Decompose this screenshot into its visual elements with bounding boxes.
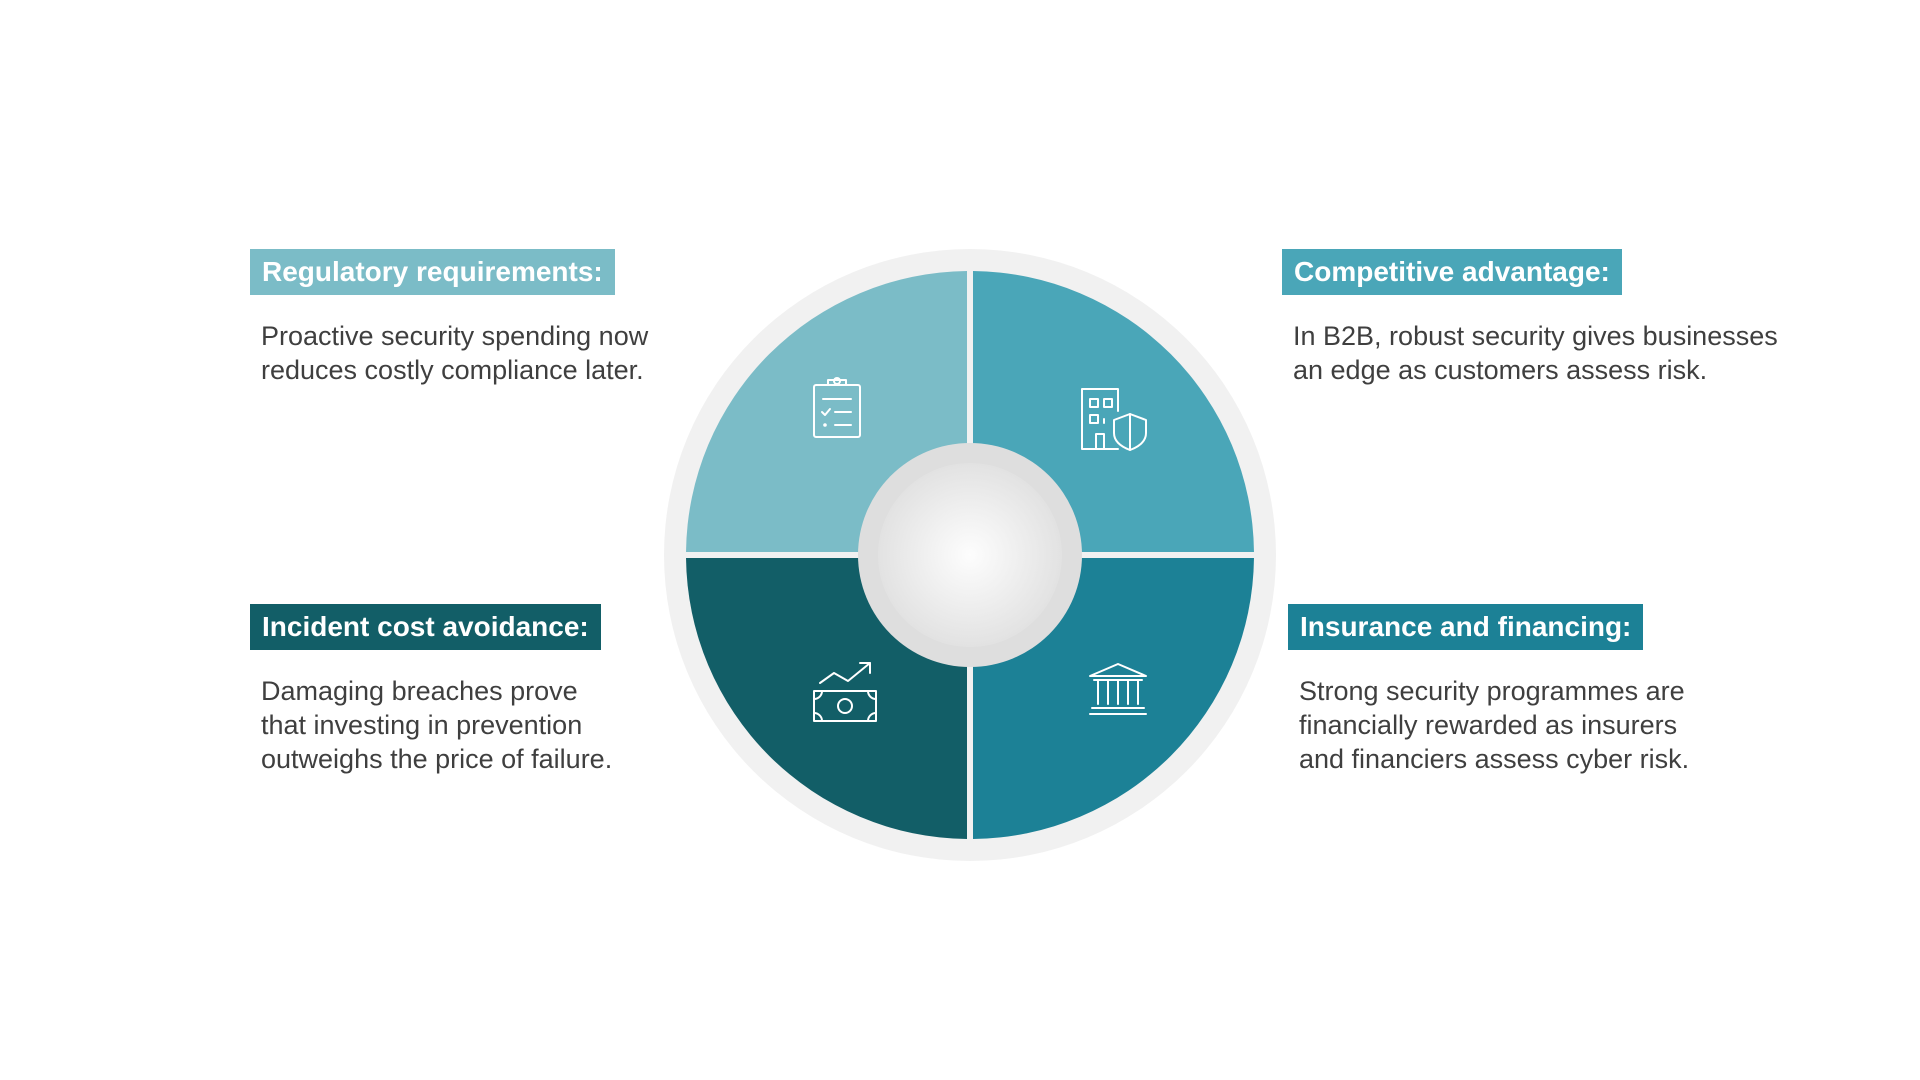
heading-competitive-advantage: Competitive advantage: bbox=[1282, 249, 1622, 295]
description-incident-cost-avoidance: Damaging breaches prove that investing i… bbox=[261, 674, 612, 776]
description-line: Proactive security spending now bbox=[261, 321, 649, 351]
description-line: financially rewarded as insurers bbox=[1299, 710, 1678, 740]
description-line: reduces costly compliance later. bbox=[261, 355, 644, 385]
heading-incident-cost-avoidance: Incident cost avoidance: bbox=[250, 604, 601, 650]
description-regulatory-requirements: Proactive security spending now reduces … bbox=[261, 319, 648, 387]
description-line: that investing in prevention bbox=[261, 710, 583, 740]
description-line: Damaging breaches prove bbox=[261, 676, 578, 706]
description-line: and financiers assess cyber risk. bbox=[1299, 744, 1690, 774]
quadrant-wheel-diagram bbox=[664, 249, 1276, 861]
card-regulatory-requirements: Regulatory requirements: Proactive secur… bbox=[250, 249, 648, 387]
heading-regulatory-requirements: Regulatory requirements: bbox=[250, 249, 615, 295]
card-competitive-advantage: Competitive advantage: In B2B, robust se… bbox=[1282, 249, 1778, 387]
clipboard-checklist-icon bbox=[813, 377, 861, 438]
card-insurance-and-financing: Insurance and financing: Strong security… bbox=[1288, 604, 1689, 776]
description-line: Strong security programmes are bbox=[1299, 676, 1685, 706]
description-line: an edge as customers assess risk. bbox=[1293, 355, 1708, 385]
description-competitive-advantage: In B2B, robust security gives businesses… bbox=[1293, 319, 1778, 387]
building-shield-icon bbox=[1081, 388, 1147, 451]
description-insurance-and-financing: Strong security programmes are financial… bbox=[1299, 674, 1689, 776]
description-line: outweighs the price of failure. bbox=[261, 744, 613, 774]
bank-building-icon bbox=[1089, 663, 1147, 715]
hub-center bbox=[878, 463, 1062, 647]
card-incident-cost-avoidance: Incident cost avoidance: Damaging breach… bbox=[250, 604, 612, 776]
heading-insurance-and-financing: Insurance and financing: bbox=[1288, 604, 1644, 650]
money-trend-up-icon bbox=[813, 662, 877, 722]
description-line: In B2B, robust security gives businesses bbox=[1293, 321, 1778, 351]
